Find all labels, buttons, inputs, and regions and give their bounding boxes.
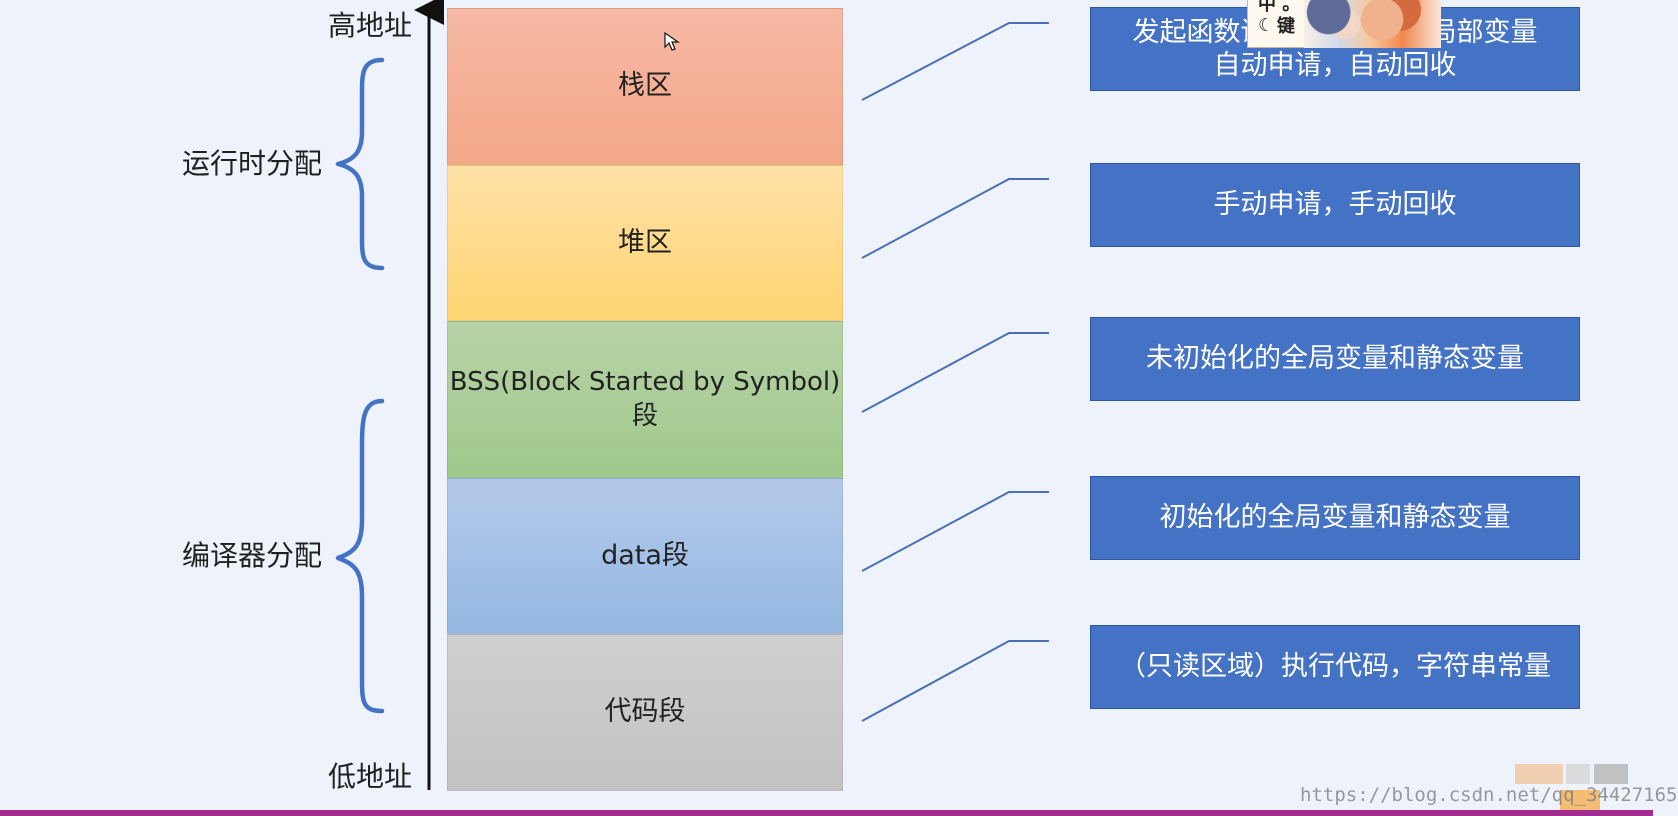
bss-connector-line	[861, 332, 1049, 413]
popup-illustration	[1304, 0, 1441, 48]
source-watermark: https://blog.csdn.net/qq_34427165	[1300, 784, 1678, 806]
stack-segment-label: 栈区	[618, 70, 672, 102]
bottom-accent-bar	[0, 810, 1653, 816]
stack-segment: 栈区	[447, 8, 843, 165]
popup-key-label: 键	[1277, 16, 1295, 37]
data-segment: data段	[447, 478, 843, 634]
bss-description-box: 未初始化的全局变量和静态变量	[1090, 317, 1580, 401]
code-description-box: （只读区域）执行代码，字符串常量	[1090, 625, 1580, 709]
high-address-label: 高地址	[328, 9, 413, 42]
data-description-box: 初始化的全局变量和静态变量	[1090, 476, 1580, 560]
watermark-tile	[1566, 764, 1590, 784]
watermark-tile	[1515, 764, 1563, 784]
compiler-brace	[335, 398, 385, 714]
heap-connector-line	[861, 178, 1049, 259]
code-segment: 代码段	[447, 634, 843, 791]
heap-segment-label: 堆区	[618, 226, 672, 258]
runtime-brace	[335, 57, 385, 271]
watermark-tile	[1594, 764, 1628, 784]
runtime-allocation-label: 运行时分配	[182, 147, 323, 180]
mouse-pointer-icon	[664, 31, 680, 51]
code-segment-label: 代码段	[604, 696, 686, 728]
bss-segment-label: BSS(Block Started by Symbol) 段	[449, 367, 841, 431]
bss-segment: BSS(Block Started by Symbol) 段	[447, 321, 843, 478]
data-connector-line	[861, 491, 1049, 572]
heap-description-box: 手动申请，手动回收	[1090, 163, 1580, 247]
data-segment-label: data段	[601, 539, 689, 571]
code-connector-line	[861, 640, 1049, 722]
compiler-allocation-label: 编译器分配	[182, 539, 323, 572]
stack-connector-line	[861, 22, 1049, 101]
overlay-popup: 中 。 ☾ 键	[1247, 0, 1441, 48]
popup-top-text: 中 。	[1258, 0, 1301, 15]
heap-segment: 堆区	[447, 165, 843, 321]
low-address-label: 低地址	[328, 760, 413, 793]
moon-icon: ☾	[1258, 15, 1275, 36]
watermark-tile	[1560, 790, 1600, 810]
